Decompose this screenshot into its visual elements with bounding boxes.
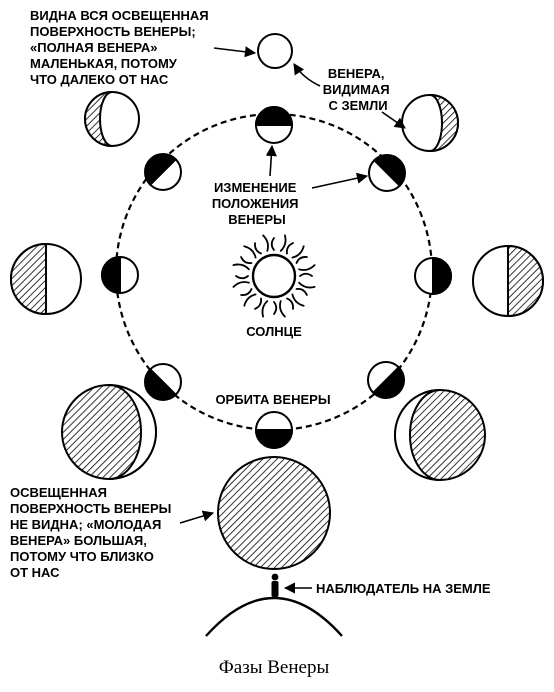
- phase-half-right: [472, 244, 544, 318]
- sun-ray: [270, 237, 275, 251]
- phase-crescent-left: [61, 384, 157, 480]
- sun-ray: [262, 234, 269, 252]
- phase-crescent-right: [394, 389, 486, 481]
- sun-ray: [298, 264, 316, 271]
- sun-ray: [254, 297, 263, 310]
- sun-ray: [254, 242, 262, 255]
- orbit-venus-bottom: [254, 411, 294, 449]
- label-observer: НАБЛЮДАТЕЛЬ НА ЗЕМЛЕ: [316, 581, 491, 596]
- orbit-venus-lower-right: [367, 361, 405, 399]
- orbit-venus-lower-left: [144, 363, 182, 401]
- label-new-venus: ОСВЕЩЕННАЯ ПОВЕРХНОСТЬ ВЕНЕРЫ НЕ ВИДНА; …: [10, 485, 175, 580]
- sun-ray: [291, 245, 305, 259]
- phase-full-venus: [257, 33, 293, 69]
- sun-ray: [285, 242, 294, 255]
- sun-ray: [286, 297, 294, 310]
- sun-ray: [298, 281, 316, 289]
- label-position-change: ИЗМЕНЕНИЕ ПОЛОЖЕНИЯ ВЕНЕРЫ: [212, 180, 302, 227]
- sun-ray: [261, 300, 269, 318]
- sun-ray: [243, 245, 257, 259]
- arrow-seen-full: [293, 63, 321, 87]
- label-sun: СОЛНЦЕ: [246, 324, 302, 339]
- arrow-to-full-venus: [213, 46, 257, 58]
- sun-ray: [232, 263, 250, 271]
- arrow-to-orbit-upper-right: [311, 172, 369, 189]
- arrow-to-orbit-top: [265, 144, 277, 177]
- sun-ray: [273, 301, 278, 315]
- orbit-venus-upper-right: [368, 154, 406, 192]
- sun-icon: [232, 234, 316, 318]
- sun-ray: [232, 281, 250, 288]
- label-seen-from-earth: ВЕНЕРА, ВИДИМАЯ С ЗЕМЛИ: [323, 66, 394, 113]
- sun-ray: [279, 300, 286, 318]
- sun-ray: [240, 256, 253, 265]
- orbit-venus-right: [414, 256, 452, 296]
- orbit-venus-top: [254, 106, 294, 144]
- sun-ray: [235, 275, 249, 280]
- figure-caption: Фазы Венеры: [219, 657, 330, 678]
- phase-half-left: [10, 242, 82, 316]
- sun-ray: [279, 234, 287, 252]
- sun-ray: [291, 293, 305, 307]
- sun-ray: [299, 272, 313, 277]
- earth-surface: [205, 596, 343, 637]
- sun-ray: [295, 287, 308, 296]
- orbit-venus-left: [101, 255, 139, 295]
- observer-icon: [271, 573, 279, 597]
- phase-gibbous-left: [84, 91, 140, 147]
- orbit-venus-upper-left: [144, 153, 182, 191]
- sun-ray: [243, 293, 257, 307]
- arrow-to-new-venus: [179, 510, 215, 524]
- arrow-seen-gibbous: [381, 111, 406, 129]
- sun-ray: [240, 288, 253, 296]
- sun-ray: [295, 256, 308, 264]
- phase-new-venus: [217, 456, 331, 570]
- phase-gibbous-right: [401, 94, 459, 152]
- label-orbit: ОРБИТА ВЕНЕРЫ: [215, 392, 330, 407]
- label-full-venus: ВИДНА ВСЯ ОСВЕЩЕННАЯ ПОВЕРХНОСТЬ ВЕНЕРЫ;…: [30, 8, 212, 87]
